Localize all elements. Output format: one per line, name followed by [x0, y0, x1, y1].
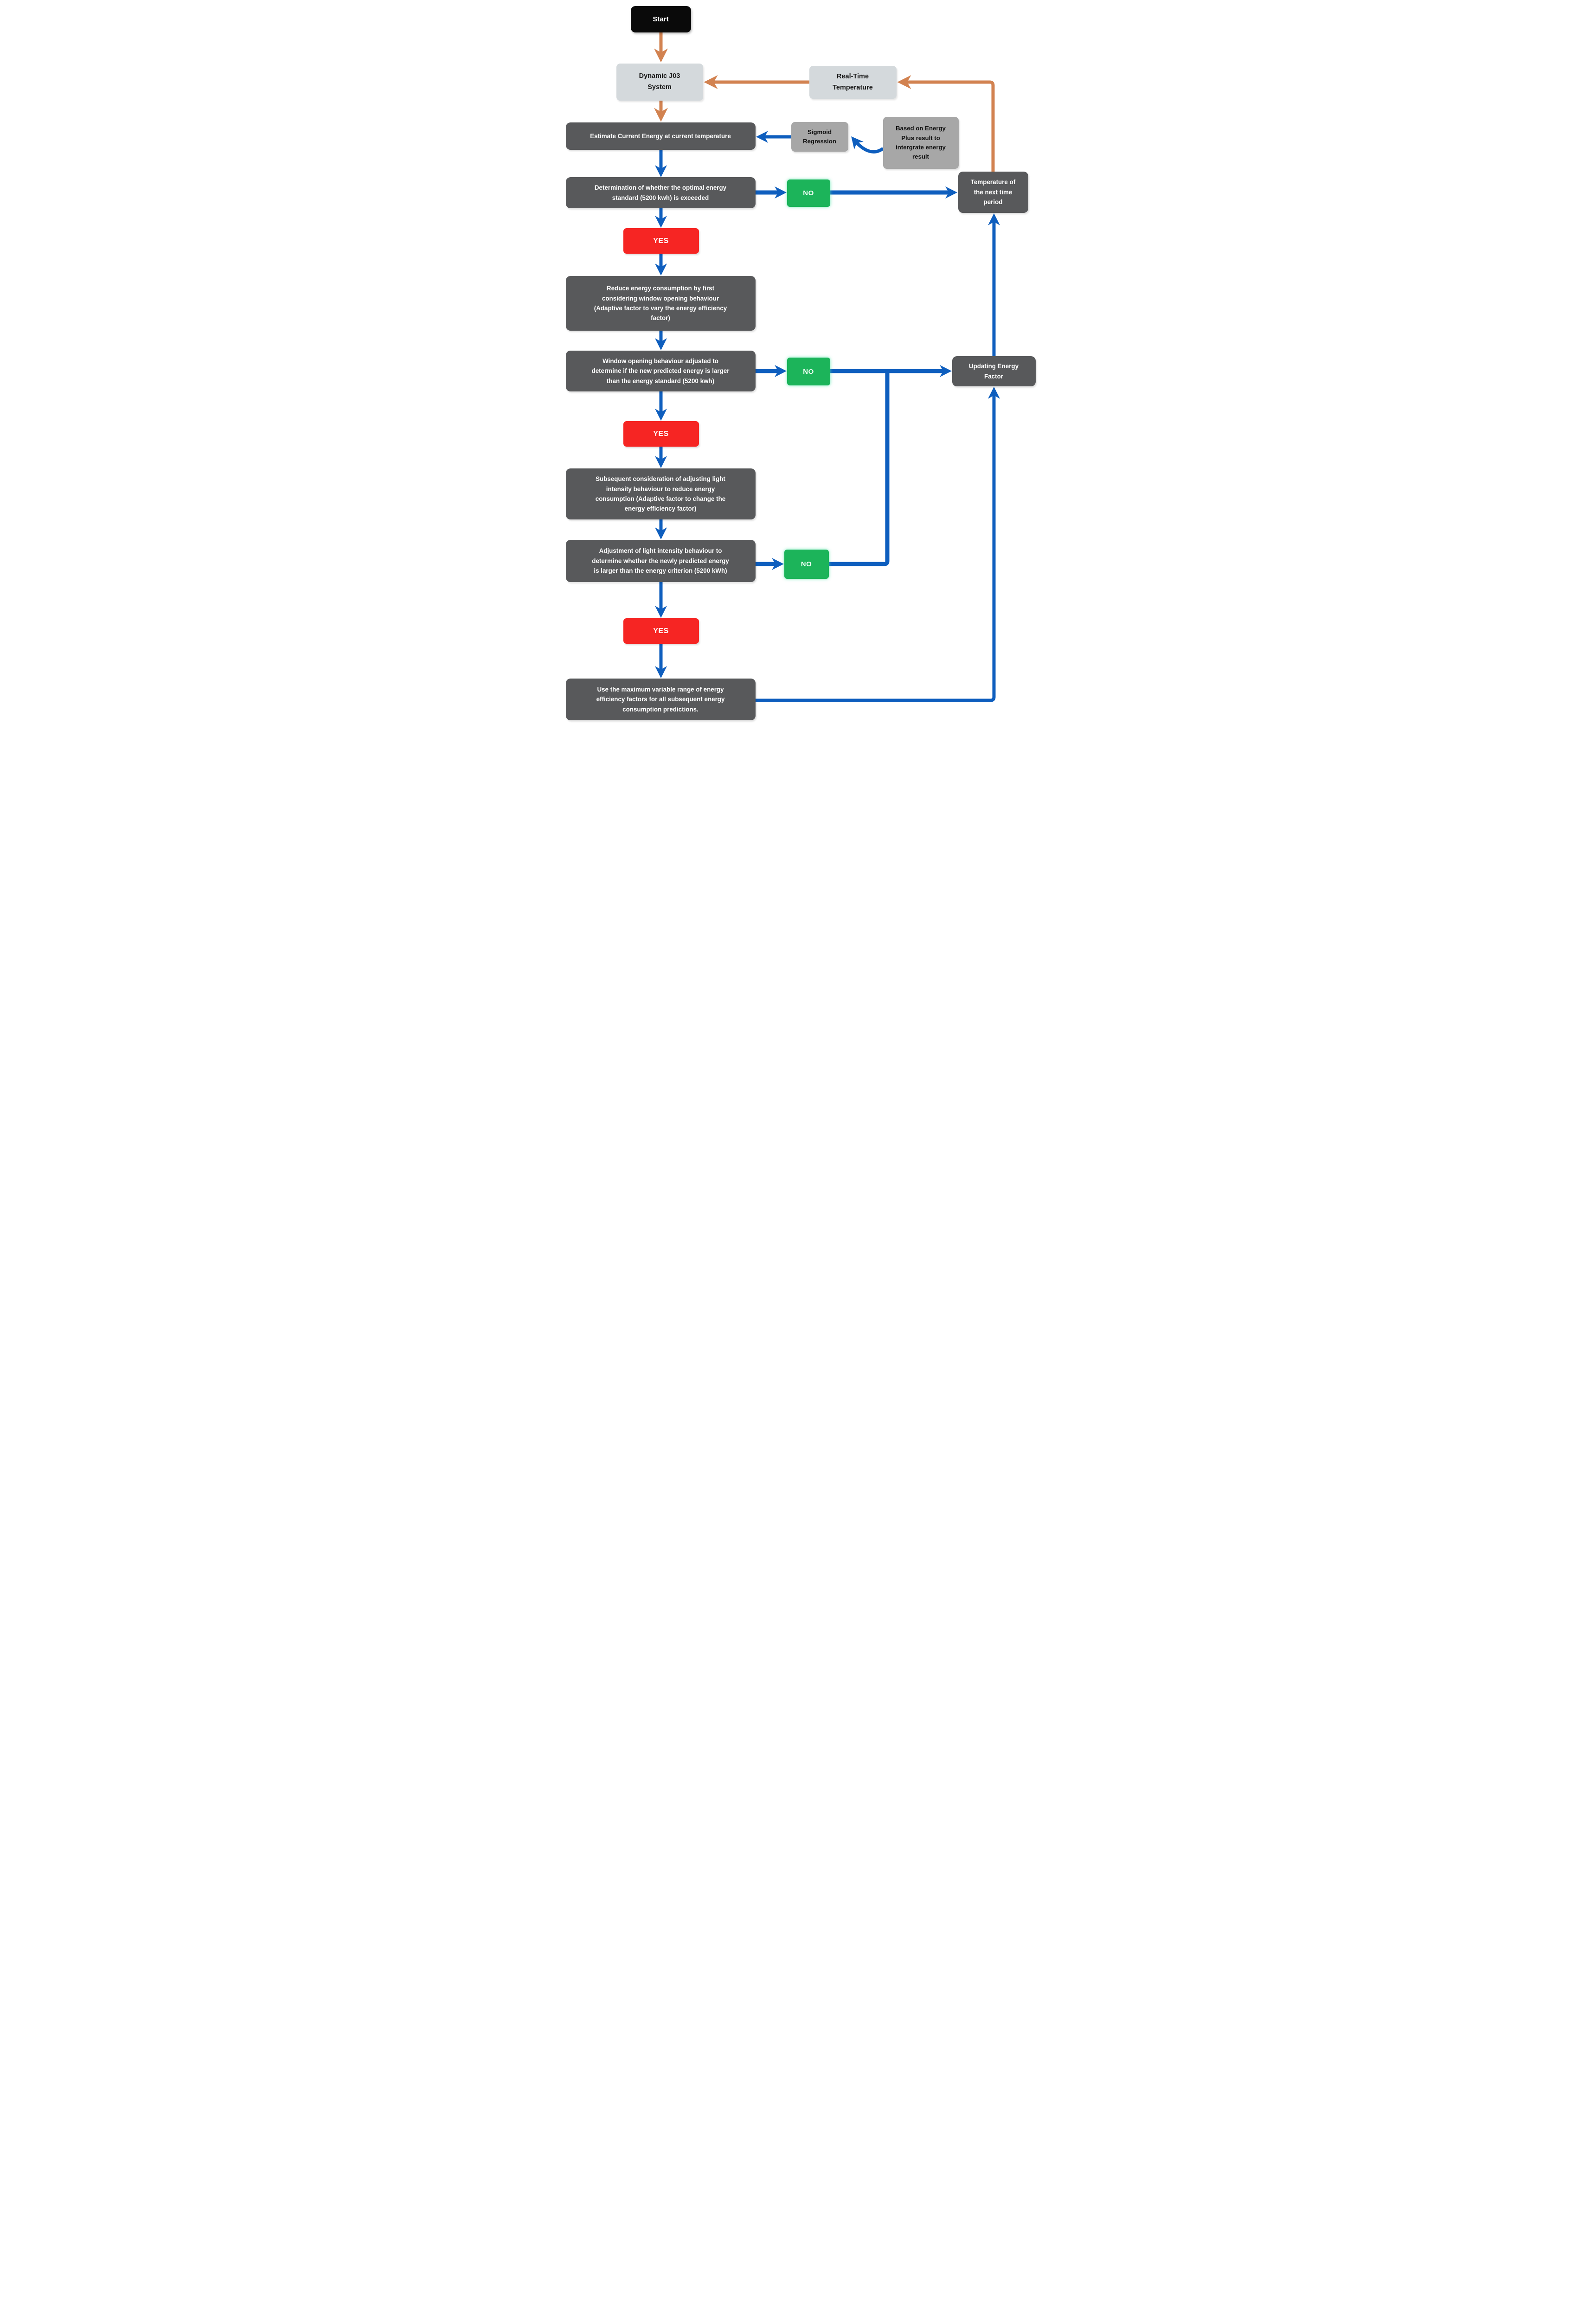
node-start: Start: [630, 6, 691, 32]
node-dynamic-j03-system: Dynamic J03 System: [616, 64, 703, 101]
node-window-opening-check-label: Window opening behaviour adjusted to det…: [591, 357, 730, 384]
node-sigmoid-regression-label: Sigmoid Regression: [803, 128, 836, 145]
node-no-2-label: NO: [803, 367, 814, 376]
node-no-1: NO: [787, 179, 830, 207]
node-no-2: NO: [787, 358, 830, 385]
line-no3-join-updating: [828, 371, 889, 566]
node-temperature-next-period: Temperature of the next time period: [958, 172, 1028, 213]
node-subsequent-light-intensity-label: Subsequent consideration of adjusting li…: [595, 475, 726, 512]
connector-layer: [654, 32, 1000, 702]
node-determination-optimal-energy-label: Determination of whether the optimal ene…: [594, 184, 727, 201]
node-realtime-temperature-label: Real-Time Temperature: [833, 72, 873, 91]
node-sigmoid-regression: Sigmoid Regression: [791, 122, 848, 152]
flowchart-canvas: Start Dynamic J03 System Real-Time Tempe…: [558, 0, 1038, 726]
node-yes-2-label: YES: [653, 429, 669, 438]
node-yes-1: YES: [623, 228, 699, 254]
node-yes-3: YES: [623, 618, 699, 644]
node-realtime-temperature: Real-Time Temperature: [809, 66, 897, 99]
node-subsequent-light-intensity: Subsequent consideration of adjusting li…: [565, 468, 756, 519]
node-estimate-current-energy: Estimate Current Energy at current tempe…: [565, 122, 756, 150]
arrow-usemax-to-updating: [755, 386, 1000, 702]
node-updating-energy-factor: Updating Energy Factor: [952, 356, 1036, 386]
node-no-3: NO: [784, 550, 829, 579]
node-based-on-energy-plus: Based on Energy Plus result to intergrat…: [883, 117, 959, 169]
node-estimate-current-energy-label: Estimate Current Energy at current tempe…: [590, 132, 731, 140]
node-based-on-energy-plus-label: Based on Energy Plus result to intergrat…: [896, 125, 946, 160]
node-light-intensity-check: Adjustment of light intensity behaviour …: [565, 540, 756, 582]
node-determination-optimal-energy: Determination of whether the optimal ene…: [565, 177, 756, 208]
arrow-basedon-to-sigmoid: [851, 136, 884, 154]
node-use-maximum-range-label: Use the maximum variable range of energy…: [596, 685, 725, 713]
node-temperature-next-period-label: Temperature of the next time period: [970, 179, 1016, 206]
node-yes-2: YES: [623, 421, 699, 447]
arrow-temperature-to-realtime: [897, 75, 994, 172]
node-dynamic-j03-system-label: Dynamic J03 System: [639, 72, 680, 91]
node-reduce-energy-consumption-label: Reduce energy consumption by first consi…: [594, 285, 727, 322]
node-reduce-energy-consumption: Reduce energy consumption by first consi…: [565, 276, 756, 331]
node-no-3-label: NO: [801, 560, 812, 568]
node-updating-energy-factor-label: Updating Energy Factor: [968, 363, 1019, 380]
node-window-opening-check: Window opening behaviour adjusted to det…: [565, 351, 756, 391]
node-use-maximum-range: Use the maximum variable range of energy…: [565, 679, 756, 720]
node-no-1-label: NO: [803, 189, 814, 197]
node-start-label: Start: [653, 15, 669, 23]
node-yes-1-label: YES: [653, 237, 669, 245]
node-yes-3-label: YES: [653, 627, 669, 635]
node-light-intensity-check-label: Adjustment of light intensity behaviour …: [592, 547, 729, 575]
